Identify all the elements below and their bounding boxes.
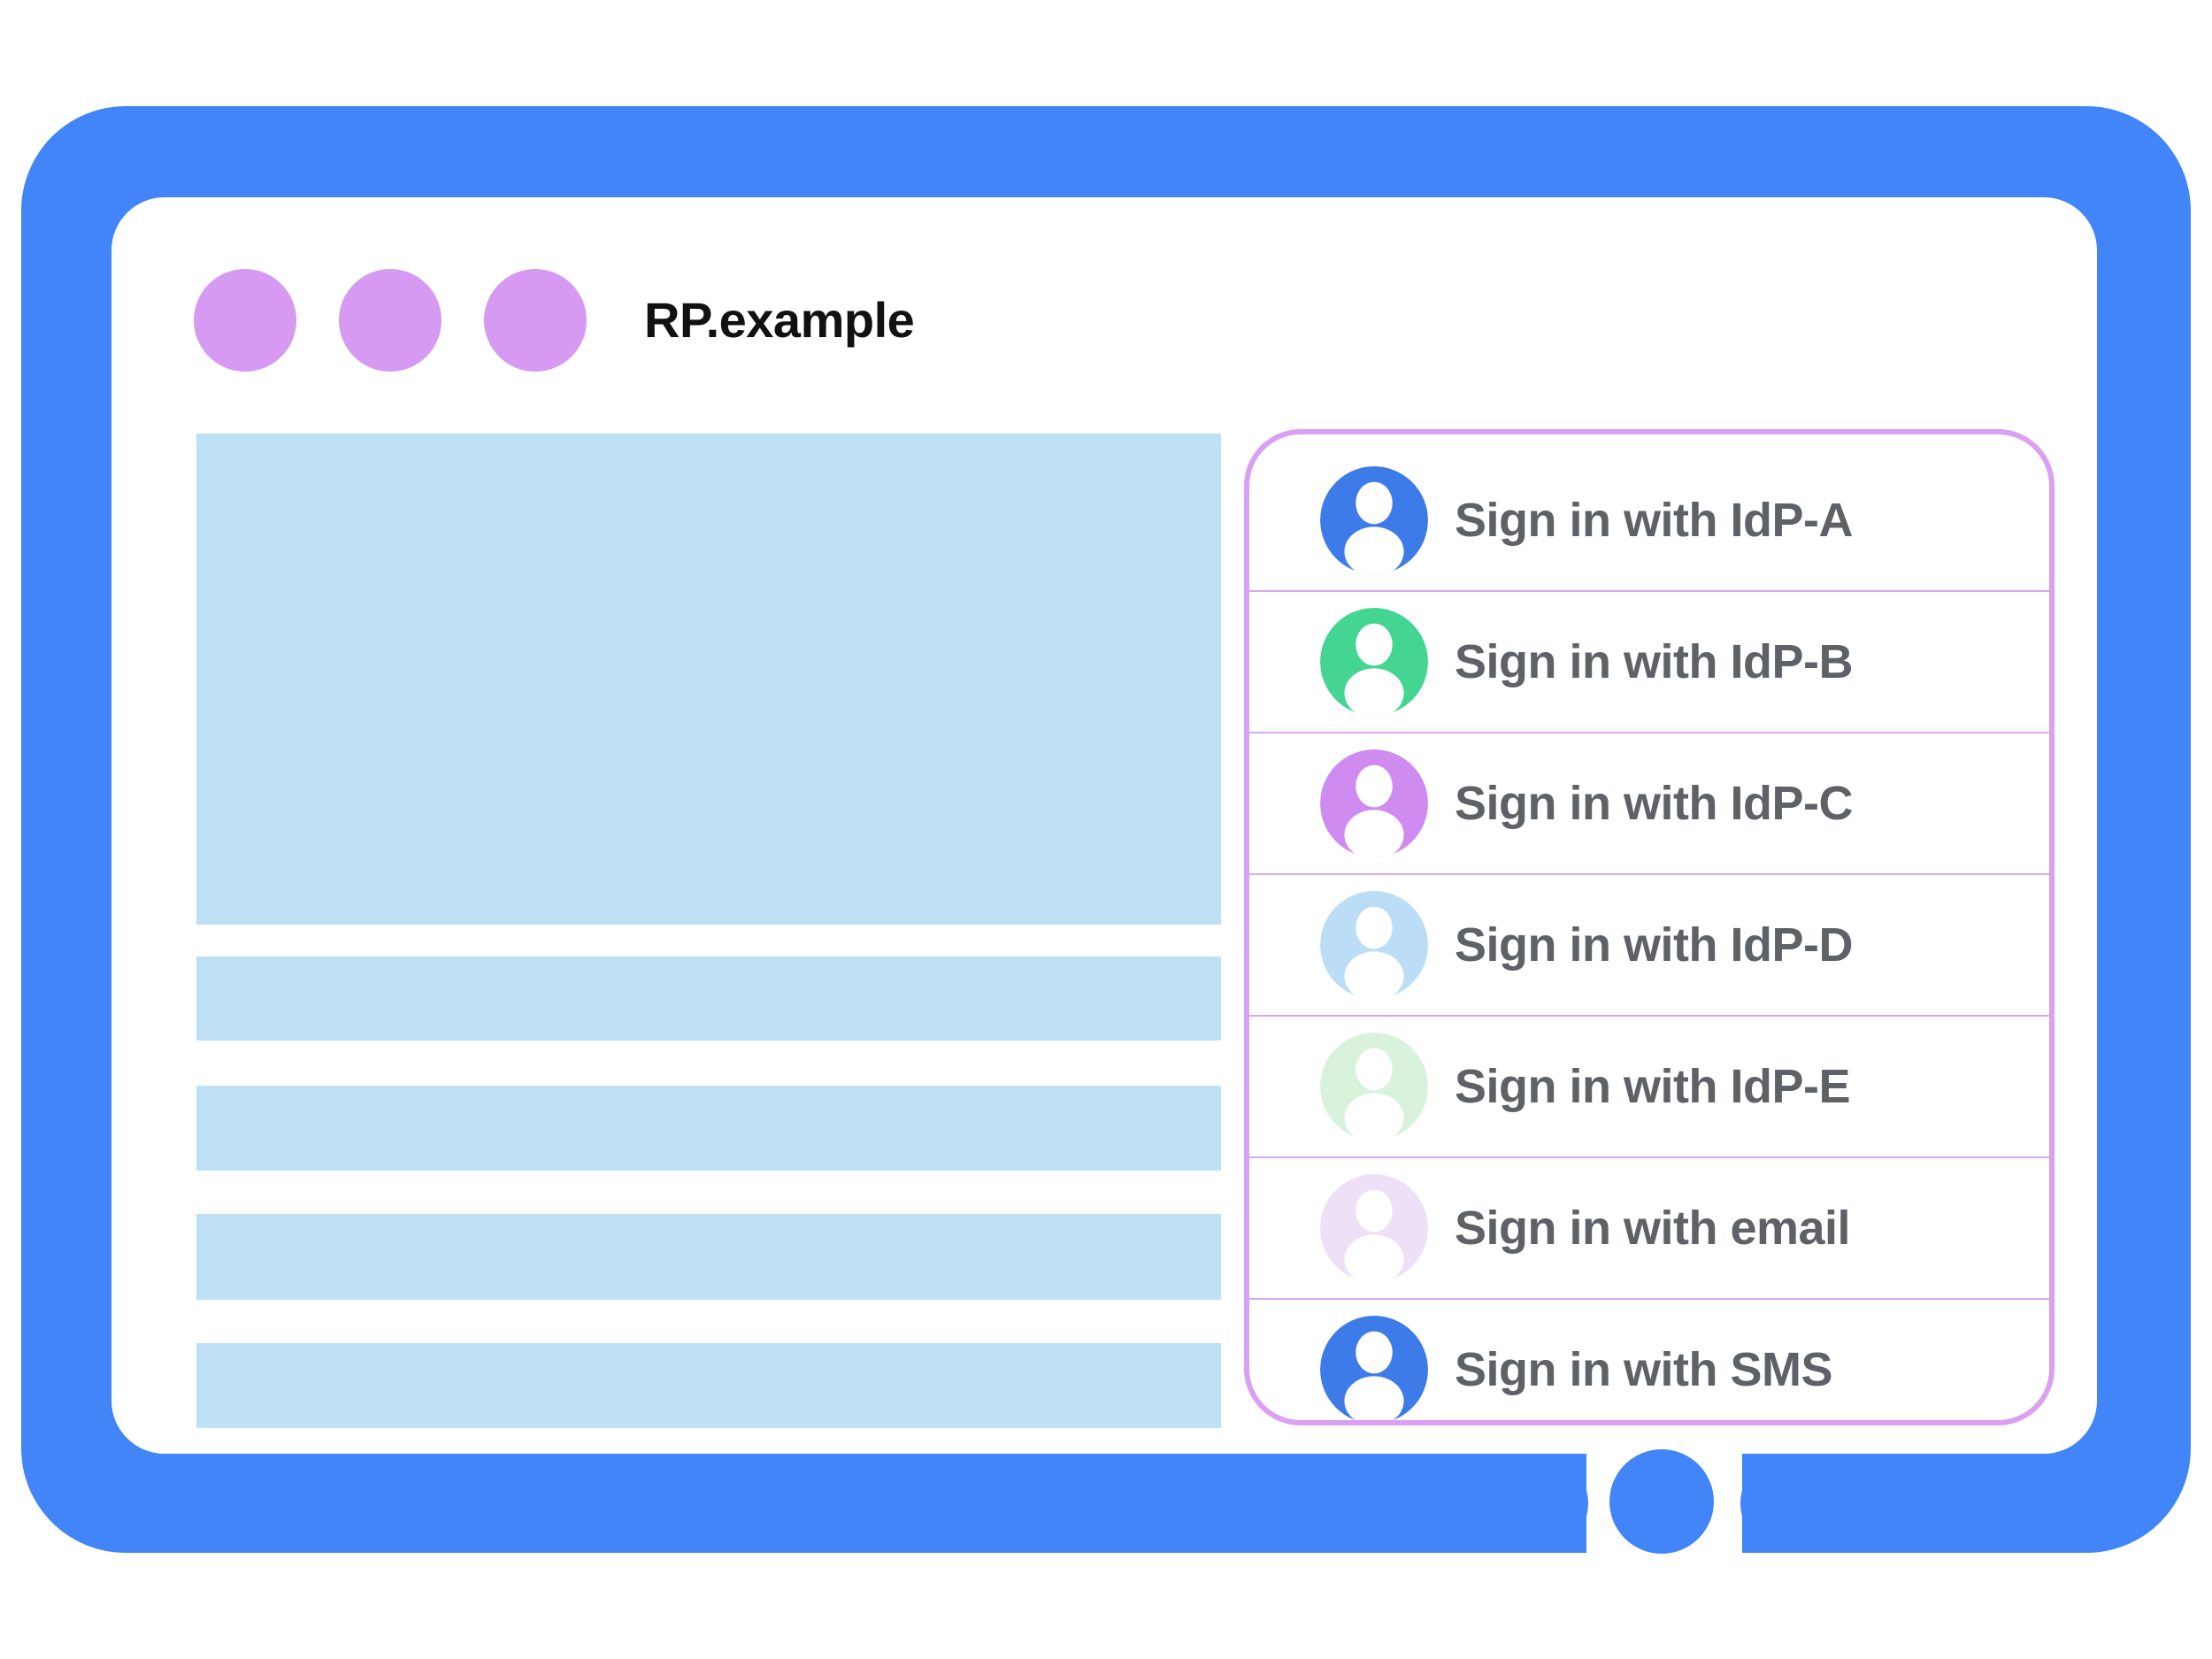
content-placeholder-line [196, 956, 1221, 1041]
window-control-dot[interactable] [194, 269, 296, 372]
signin-option-label: Sign in with SMS [1455, 1343, 1832, 1396]
window-control-dot[interactable] [339, 269, 442, 372]
home-button[interactable] [1609, 1449, 1714, 1554]
signin-option-label: Sign in with email [1455, 1202, 1851, 1255]
signin-option-idp-c[interactable]: Sign in with IdP-C [1249, 732, 2049, 873]
signin-option-idp-a[interactable]: Sign in with IdP-A [1249, 450, 2049, 590]
content-placeholder-hero [196, 434, 1221, 925]
person-icon [1320, 891, 1428, 999]
person-icon [1320, 749, 1428, 857]
signin-option-label: Sign in with IdP-C [1455, 777, 1853, 830]
signin-dialog: Sign in with IdP-A Sign in with IdP-B [1244, 429, 2055, 1425]
person-icon [1320, 608, 1428, 716]
signin-option-label: Sign in with IdP-D [1455, 918, 1853, 972]
person-icon [1320, 1033, 1428, 1141]
person-icon [1320, 1174, 1428, 1282]
signin-option-label: Sign in with IdP-E [1455, 1060, 1850, 1113]
signin-option-label: Sign in with IdP-B [1455, 635, 1853, 688]
signin-option-sms[interactable]: Sign in with SMS [1249, 1298, 2049, 1420]
window-control-dot[interactable] [484, 269, 587, 372]
signin-option-idp-e[interactable]: Sign in with IdP-E [1249, 1015, 2049, 1156]
signin-option-email[interactable]: Sign in with email [1249, 1156, 2049, 1298]
site-title: RP.example [644, 292, 915, 348]
person-icon [1320, 466, 1428, 574]
signin-option-idp-d[interactable]: Sign in with IdP-D [1249, 873, 2049, 1015]
content-placeholder-line [196, 1343, 1221, 1428]
content-placeholder-line [196, 1214, 1221, 1300]
content-placeholder-line [196, 1086, 1221, 1171]
signin-option-idp-b[interactable]: Sign in with IdP-B [1249, 590, 2049, 732]
signin-option-label: Sign in with IdP-A [1455, 494, 1853, 547]
person-icon [1320, 1316, 1428, 1420]
